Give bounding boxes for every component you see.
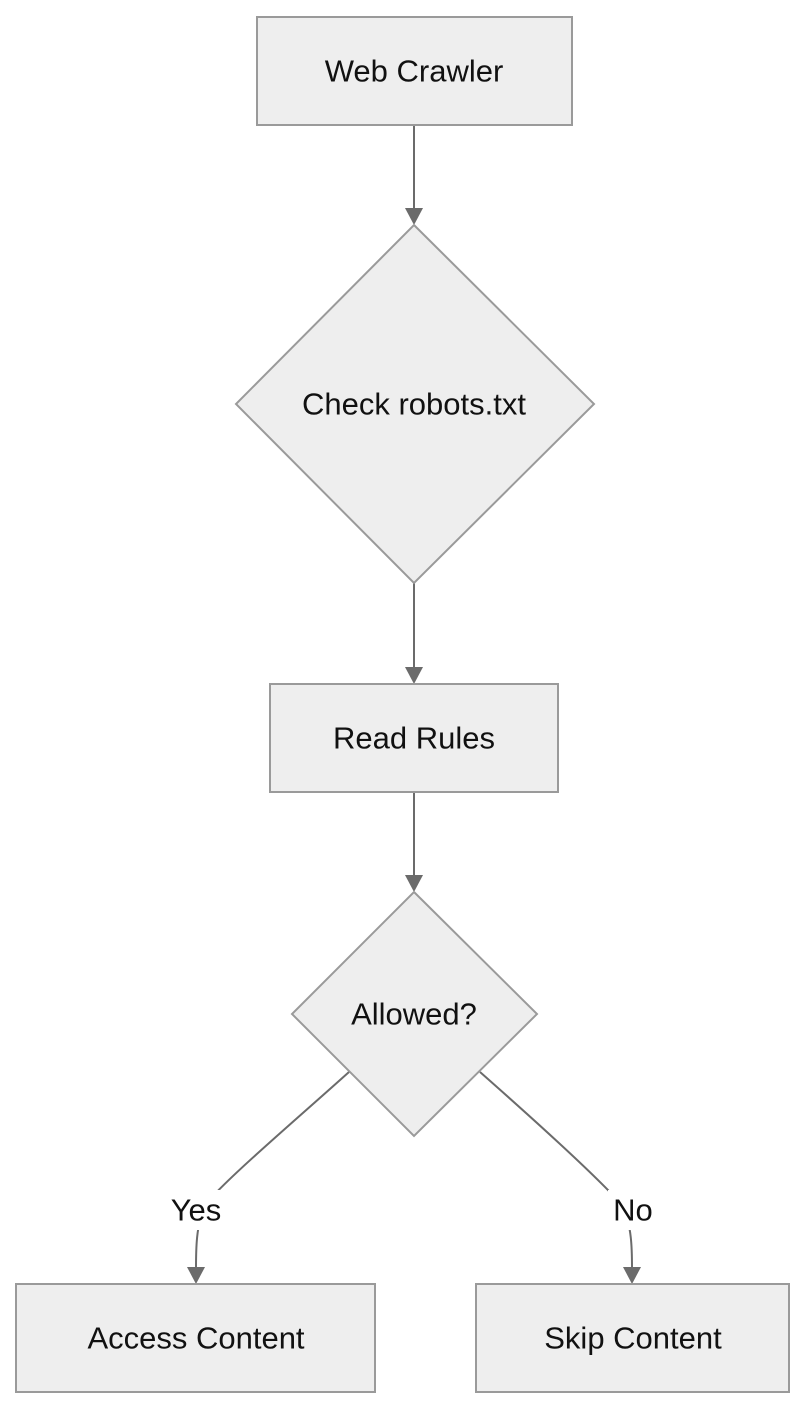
edge-crawler-to-check — [405, 125, 423, 225]
edge-label-yes: Yes — [166, 1190, 226, 1230]
node-access-content: Access Content — [15, 1283, 376, 1393]
node-read-rules: Read Rules — [269, 683, 559, 793]
node-skip-content: Skip Content — [475, 1283, 790, 1393]
node-check-robots: Check robots.txt — [234, 223, 596, 585]
edge-labels: Yes No — [166, 1190, 658, 1230]
edge-allowed-yes — [187, 1071, 350, 1284]
edge-check-to-read — [405, 583, 423, 684]
edge-allowed-no — [479, 1071, 641, 1284]
edge-read-to-allowed — [405, 792, 423, 892]
node-read-rules-label: Read Rules — [333, 721, 495, 756]
node-allowed-label: Allowed? — [351, 997, 477, 1032]
node-web-crawler: Web Crawler — [256, 16, 573, 126]
edge-label-no: No — [608, 1190, 658, 1230]
node-access-content-label: Access Content — [87, 1321, 304, 1356]
nodes: Web Crawler Check robots.txt Read Rules … — [15, 16, 790, 1393]
node-allowed: Allowed? — [290, 890, 539, 1138]
node-skip-content-label: Skip Content — [544, 1321, 722, 1356]
edge-label-yes-text: Yes — [171, 1193, 222, 1228]
node-web-crawler-label: Web Crawler — [325, 54, 504, 89]
node-check-robots-label: Check robots.txt — [302, 387, 526, 422]
edge-label-no-text: No — [613, 1193, 653, 1228]
